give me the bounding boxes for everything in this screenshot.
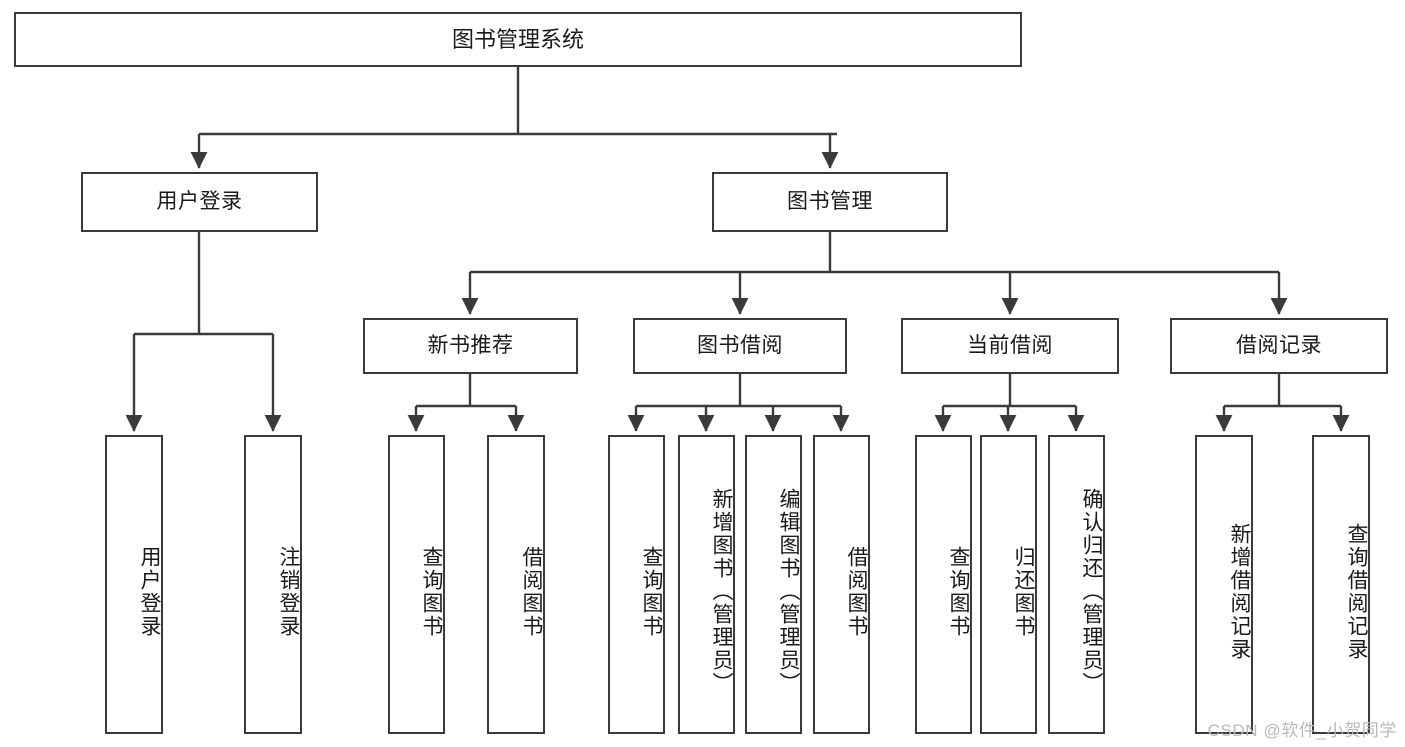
node-leaf-query-book-2[interactable]: 查询图书: [608, 435, 665, 734]
node-leaf-add-record-label: 新增借阅记录: [1228, 522, 1251, 661]
node-leaf-edit-book[interactable]: 编辑图书（管理员）: [745, 435, 802, 734]
node-user-login-label: 用户登录: [156, 189, 243, 213]
node-leaf-return-book-label: 归还图书: [1012, 545, 1035, 638]
node-leaf-confirm-return-label: 确认归还（管理员）: [1080, 488, 1103, 695]
node-borrow-record-label: 借阅记录: [1236, 333, 1322, 357]
node-current-borrow-label: 当前借阅: [967, 333, 1053, 357]
node-leaf-borrow-book-1[interactable]: 借阅图书: [487, 435, 545, 734]
node-leaf-return-book[interactable]: 归还图书: [980, 435, 1037, 734]
node-root-label: 图书管理系统: [451, 26, 584, 52]
node-leaf-user-login[interactable]: 用户登录: [105, 435, 163, 734]
node-leaf-user-logout[interactable]: 注销登录: [244, 435, 302, 734]
node-current-borrow[interactable]: 当前借阅: [901, 318, 1119, 374]
node-book-manage-label: 图书管理: [787, 189, 873, 213]
node-leaf-user-logout-label: 注销登录: [277, 545, 300, 638]
node-book-borrow[interactable]: 图书借阅: [633, 318, 847, 374]
node-leaf-add-book-label: 新增图书（管理员）: [710, 488, 733, 695]
node-leaf-add-book[interactable]: 新增图书（管理员）: [678, 435, 735, 734]
node-leaf-query-book-2-label: 查询图书: [640, 545, 663, 638]
node-leaf-query-book-1-label: 查询图书: [420, 545, 443, 638]
node-leaf-add-record[interactable]: 新增借阅记录: [1195, 435, 1253, 734]
node-root[interactable]: 图书管理系统: [14, 12, 1022, 67]
node-new-book-rec-label: 新书推荐: [427, 333, 514, 357]
node-leaf-confirm-return[interactable]: 确认归还（管理员）: [1048, 435, 1105, 734]
node-leaf-query-record[interactable]: 查询借阅记录: [1312, 435, 1370, 734]
node-borrow-record[interactable]: 借阅记录: [1170, 318, 1388, 374]
node-new-book-rec[interactable]: 新书推荐: [363, 318, 578, 374]
node-leaf-user-login-label: 用户登录: [138, 545, 161, 638]
node-user-login[interactable]: 用户登录: [81, 172, 318, 232]
node-leaf-borrow-book-2-label: 借阅图书: [845, 545, 868, 638]
node-book-borrow-label: 图书借阅: [697, 333, 783, 357]
node-leaf-query-book-3-label: 查询图书: [947, 545, 970, 638]
node-leaf-borrow-book-1-label: 借阅图书: [520, 545, 543, 638]
node-book-manage[interactable]: 图书管理: [712, 172, 948, 232]
node-leaf-query-book-1[interactable]: 查询图书: [388, 435, 445, 734]
node-leaf-borrow-book-2[interactable]: 借阅图书: [813, 435, 870, 734]
node-leaf-query-book-3[interactable]: 查询图书: [915, 435, 972, 734]
node-leaf-query-record-label: 查询借阅记录: [1345, 522, 1368, 661]
node-leaf-edit-book-label: 编辑图书（管理员）: [777, 488, 800, 695]
csdn-watermark: CSDN @软件_小贺同学: [1207, 721, 1397, 740]
